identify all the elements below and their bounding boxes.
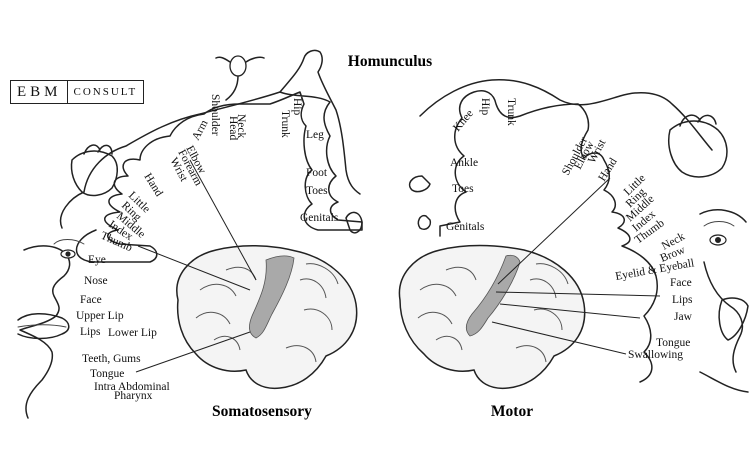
logo-part-2: CONSULT <box>73 86 138 98</box>
motor-label-face: Face <box>670 277 692 289</box>
motor-cortex-strip <box>439 90 658 383</box>
sensory-gyri <box>195 263 339 363</box>
logo-part-1: EBM <box>11 81 68 103</box>
motor-face-profile <box>699 209 749 393</box>
sensory-body-outline <box>59 49 361 229</box>
label-leg: Leg <box>306 129 324 141</box>
motor-label-ankle: Ankle <box>450 157 478 169</box>
motor-foot-sketch <box>408 175 432 231</box>
motor-body-outline <box>419 79 713 151</box>
sensory-lip-line <box>17 324 67 328</box>
label-eye: Eye <box>88 254 106 266</box>
motor-label-swallowing: Swallowing <box>628 349 683 361</box>
sensory-eyebrow <box>53 239 85 245</box>
label-neck: Neck <box>235 114 247 139</box>
motor-label-hip: Hip <box>479 98 491 116</box>
motor-gyri <box>417 263 569 363</box>
somatosensory-brain <box>135 159 358 390</box>
label-lower-lip: Lower Lip <box>108 327 157 339</box>
motor-label-lips: Lips <box>672 294 693 306</box>
label-head: Head <box>227 116 239 141</box>
motor-brain <box>398 177 661 390</box>
motor-hand-sketch <box>668 114 728 178</box>
motor-pointer-jaw <box>499 303 641 319</box>
label-face: Face <box>80 294 102 306</box>
motor-pointer-lips <box>495 291 661 297</box>
motor-label-genitals: Genitals <box>446 221 485 233</box>
label-upper-lip: Upper Lip <box>76 310 124 322</box>
sensory-face-profile <box>19 245 71 419</box>
motor-label-trunk: Trunk <box>505 98 517 126</box>
sensory-cortex-strip <box>75 91 363 263</box>
motor-brain-outline <box>398 244 586 390</box>
sensory-head-sketch <box>229 55 247 77</box>
motor-pointer-upper <box>497 177 611 285</box>
ebm-consult-logo: EBM CONSULT <box>10 80 145 104</box>
label-teeth-gums: Teeth, Gums <box>82 353 141 365</box>
sensory-pointer-lower <box>135 331 251 373</box>
motor-label-jaw: Jaw <box>674 311 693 323</box>
label-intra-abdominal: Intra Abdominal <box>94 381 170 393</box>
somatosensory-caption: Somatosensory <box>212 403 312 420</box>
motor-label-knee: Knee <box>451 108 476 134</box>
label-arm: Arm <box>190 118 211 142</box>
motor-pointer-lower <box>491 321 627 355</box>
diagram-title: Homunculus <box>348 53 432 70</box>
sensory-pupil <box>65 251 71 257</box>
sensory-lips <box>17 313 70 340</box>
sensory-arms-sketch <box>215 56 265 101</box>
label-trunk: Trunk <box>279 110 291 138</box>
label-foot: Foot <box>306 167 328 179</box>
label-toes: Toes <box>306 185 328 197</box>
label-tongue: Tongue <box>90 368 124 380</box>
motor-eyebrow <box>703 221 735 227</box>
label-hip: Hip <box>291 98 303 116</box>
sensory-foot-sketch <box>345 211 363 234</box>
label-lips: Lips <box>80 326 101 338</box>
label-nose: Nose <box>84 275 108 287</box>
sensory-cortex-highlight <box>248 255 295 339</box>
motor-mouth <box>718 297 749 341</box>
sensory-hand-sketch <box>70 144 118 197</box>
sensory-pointer-mid <box>137 245 251 291</box>
label-genitals: Genitals <box>300 212 339 224</box>
label-hand: Hand <box>141 171 165 199</box>
motor-label-tongue: Tongue <box>656 337 690 349</box>
motor-pupil <box>715 237 721 243</box>
motor-label-toes: Toes <box>452 183 474 195</box>
label-shoulder: Shoulder <box>209 94 221 136</box>
label-pharynx: Pharynx <box>114 390 153 402</box>
sensory-pointer-upper <box>189 159 257 281</box>
motor-caption: Motor <box>491 403 533 420</box>
